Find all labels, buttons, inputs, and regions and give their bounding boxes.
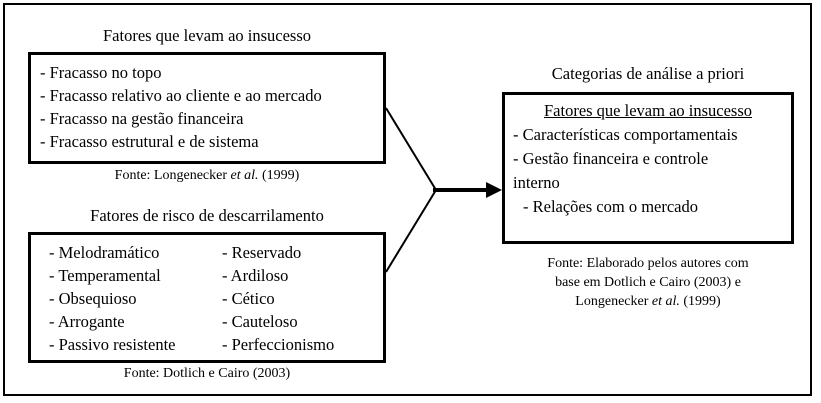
top-left-source-note: Fonte: Longenecker et al. (1999) [28,166,386,185]
source-prefix: Longenecker [575,294,652,309]
bottom-left-columns: - Melodramático - Temperamental - Obsequ… [31,235,383,356]
box-categorias-analise: Fatores que levam ao insucesso - Caracte… [502,92,794,244]
bottom-left-column-one: - Melodramático - Temperamental - Obsequ… [31,241,212,356]
list-item: - Fracasso na gestão financeira [40,109,244,128]
list-item: - Relações com o mercado [523,197,699,216]
list-item: - Melodramático [49,243,160,262]
list-item: - Características comportamentais [513,125,738,144]
right-source-line-3: Longenecker et al. (1999) [496,292,800,311]
box-fatores-risco: - Melodramático - Temperamental - Obsequ… [28,232,386,363]
list-item: - Fracasso estrutural e de sistema [40,132,259,151]
list-item: - Reservado [221,243,302,262]
list-item: - Ardiloso [221,266,289,285]
list-item: - Gestão financeira e controle [513,149,709,168]
source-et-al: et al. [651,294,680,309]
list-item-continuation: interno [513,173,560,192]
right-source-line-1: Fonte: Elaborado pelos autores com [547,256,749,271]
list-item: - Cético [221,289,275,308]
list-item: - Perfeccionismo [221,335,335,354]
list-item: - Fracasso no topo [40,63,162,82]
source-suffix: (1999) [258,168,300,183]
right-source-note: Fonte: Elaborado pelos autores com base … [496,254,800,311]
list-item: - Passivo resistente [49,335,176,354]
source-suffix: (1999) [679,294,721,309]
source-et-al: et al. [230,168,259,183]
figure-outer-border [3,3,812,396]
right-source-line-2: base em Dotlich e Cairo (2003) e [555,275,741,290]
top-left-item-list: - Fracasso no topo - Fracasso relativo a… [31,55,383,153]
box-fatores-insucesso: - Fracasso no topo - Fracasso relativo a… [28,52,386,164]
list-item: - Cauteloso [221,312,298,331]
right-box-inner-heading: Fatores que levam ao insucesso [543,101,753,120]
list-item: - Fracasso relativo ao cliente e ao merc… [40,86,322,105]
bottom-left-box-title: Fatores de risco de descarrilamento [90,206,324,225]
list-item: - Obsequioso [49,289,137,308]
top-left-box-title: Fatores que levam ao insucesso [102,26,312,45]
bottom-left-column-two: - Reservado - Ardiloso - Cético - Cautel… [212,241,383,356]
list-item: - Temperamental [49,266,161,285]
right-box-title: Categorias de análise a priori [551,64,745,83]
source-prefix: Fonte: Longenecker [114,168,231,183]
list-item: - Arrogante [49,312,125,331]
bottom-left-source-note: Fonte: Dotlich e Cairo (2003) [123,366,291,381]
